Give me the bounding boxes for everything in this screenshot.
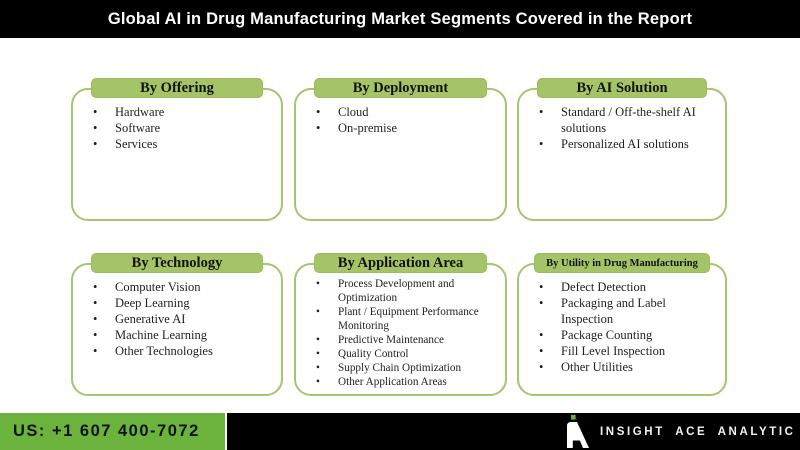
phone-banner: US: +1 607 400-7072 (0, 413, 225, 450)
list-item: Other Utilities (531, 359, 719, 375)
segment-list: Standard / Off-the-shelf AI solutions Pe… (531, 104, 719, 152)
segment-header-deployment: By Deployment (314, 78, 487, 98)
list-item: Hardware (85, 104, 275, 120)
segment-box-application-area: By Application Area Process Development … (294, 253, 507, 396)
list-item: Process Development and Optimization (308, 277, 499, 305)
segment-panel: Hardware Software Services (71, 88, 283, 221)
segment-header-offering: By Offering (91, 78, 263, 98)
segment-header-application-area: By Application Area (314, 253, 487, 273)
list-item: Personalized AI solutions (531, 136, 719, 152)
list-item: Other Technologies (85, 343, 275, 359)
list-item: Generative AI (85, 311, 275, 327)
list-item: Quality Control (308, 347, 499, 361)
segment-list: Computer Vision Deep Learning Generative… (85, 279, 275, 359)
list-item: On-premise (308, 120, 499, 136)
segment-box-offering: By Offering Hardware Software Services (71, 78, 283, 221)
page-title: Global AI in Drug Manufacturing Market S… (107, 9, 693, 28)
segment-box-utility: By Utility in Drug Manufacturing Defect … (517, 253, 727, 396)
segment-list: Cloud On-premise (308, 104, 499, 136)
segment-panel: Process Development and Optimization Pla… (294, 263, 507, 396)
list-item: Plant / Equipment Performance Monitoring (308, 305, 499, 333)
list-item: Software (85, 120, 275, 136)
list-item: Other Application Areas (308, 375, 499, 389)
segment-header-utility: By Utility in Drug Manufacturing (533, 253, 711, 273)
segment-box-deployment: By Deployment Cloud On-premise (294, 78, 507, 221)
list-item: Fill Level Inspection (531, 343, 719, 359)
segment-list: Hardware Software Services (85, 104, 275, 152)
list-item: Computer Vision (85, 279, 275, 295)
segment-box-technology: By Technology Computer Vision Deep Learn… (71, 253, 283, 396)
list-item: Package Counting (531, 327, 719, 343)
list-item: Machine Learning (85, 327, 275, 343)
brand-banner: INSIGHT ACE ANALYTIC (227, 413, 800, 450)
segment-panel: Standard / Off-the-shelf AI solutions Pe… (517, 88, 727, 221)
list-item: Predictive Maintenance (308, 333, 499, 347)
list-item: Services (85, 136, 275, 152)
list-item: Standard / Off-the-shelf AI solutions (531, 104, 719, 136)
insight-ace-analytic-logo-icon (567, 415, 589, 448)
segment-box-ai-solution: By AI Solution Standard / Off-the-shelf … (517, 78, 727, 221)
list-item: Cloud (308, 104, 499, 120)
segment-panel: Defect Detection Packaging and Label Ins… (517, 263, 727, 396)
segment-list: Defect Detection Packaging and Label Ins… (531, 279, 719, 375)
list-item: Packaging and Label Inspection (531, 295, 719, 327)
segment-list: Process Development and Optimization Pla… (308, 277, 499, 389)
brand-name: INSIGHT ACE ANALYTIC (600, 425, 796, 438)
segment-header-technology: By Technology (91, 253, 263, 273)
list-item: Deep Learning (85, 295, 275, 311)
segment-panel: Computer Vision Deep Learning Generative… (71, 263, 283, 396)
list-item: Supply Chain Optimization (308, 361, 499, 375)
segment-panel: Cloud On-premise (294, 88, 507, 221)
segment-header-ai-solution: By AI Solution (536, 78, 708, 98)
list-item: Defect Detection (531, 279, 719, 295)
phone-number: US: +1 607 400-7072 (13, 422, 200, 440)
title-bar: Global AI in Drug Manufacturing Market S… (0, 0, 800, 38)
